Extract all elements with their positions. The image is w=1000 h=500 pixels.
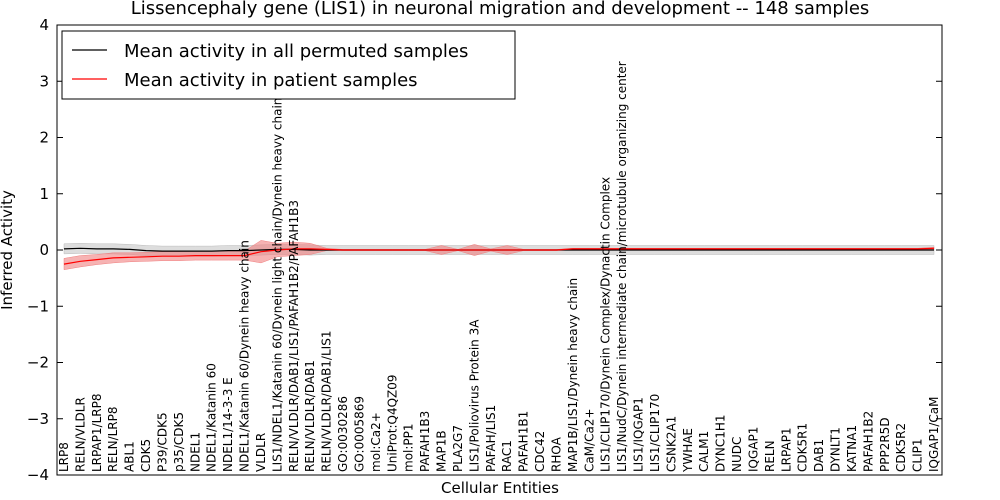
x-tick-label: RELN/VLDLR/DAB1/LIS1/PAFAH1B2/PAFAH1B3 (287, 200, 301, 472)
y-axis-label: Inferred Activity (0, 190, 16, 310)
x-tick-label: YWHAE (681, 428, 695, 473)
x-tick-label: RELN (763, 440, 777, 472)
x-tick-label: LRPAP1 (779, 427, 793, 472)
x-tick-label: LRP8 (57, 442, 71, 472)
x-tick-label: PLA2G7 (451, 425, 465, 472)
x-tick-label: UniProt:Q4QZ09 (385, 374, 399, 472)
y-tick-label: 4 (39, 16, 49, 34)
x-tick-label: NDEL1/Katanin 60 (205, 363, 219, 472)
x-tick-label: RELN/VLDLR (73, 397, 87, 472)
chart-title: Lissencephaly gene (LIS1) in neuronal mi… (131, 0, 870, 19)
x-tick-label: CaM/Ca2+ (582, 408, 596, 472)
y-axis: −4 −3 −2 −1 0 1 2 3 4 (27, 16, 942, 484)
x-tick-label: PPP2R5D (878, 417, 892, 472)
x-tick-label: NDEL1/Katanin 60/Dynein heavy chain (238, 240, 252, 472)
x-tick-label: ABL1 (123, 441, 137, 472)
y-tick-label: −3 (27, 410, 49, 428)
x-tick-label: PAFAH1B2 (861, 411, 875, 472)
x-tick-label: DAB1 (812, 439, 826, 472)
x-tick-label: LIS1/CLIP170/Dynein Complex/Dynactin Com… (599, 177, 613, 472)
x-tick-label: NDEL1 (188, 432, 202, 472)
x-tick-label: CALM1 (697, 431, 711, 472)
x-tick-label: LIS1/CLIP170 (648, 394, 662, 472)
line-patient (63, 247, 935, 265)
x-tick-label: RHOA (550, 436, 564, 472)
x-tick-label: NUDC (730, 437, 744, 472)
x-tick-label: PAFAH1B1 (517, 411, 531, 472)
y-tick-label: 1 (39, 185, 49, 203)
x-tick-label: PAFAH/LIS1 (484, 405, 498, 472)
x-tick-label: p35/CDK5 (172, 412, 186, 472)
x-tick-label: LIS1/NudC/Dynein intermediate chain/micr… (615, 61, 629, 472)
x-tick-label: mol:Ca2+ (369, 412, 383, 472)
y-tick-label: −2 (27, 354, 49, 372)
x-tick-label: GO:0030286 (336, 396, 350, 472)
x-tick-label: RELN/LRP8 (106, 406, 120, 472)
x-tick-label: RELN/VLDLR/DAB1/LIS1 (320, 331, 334, 472)
x-tick-label: GO:0005869 (353, 396, 367, 472)
x-tick-label: VLDLR (254, 433, 268, 472)
x-tick-label: P39/CDK5 (156, 412, 170, 472)
x-tick-label: DYNLT1 (829, 427, 843, 472)
x-axis-label: Cellular Entities (441, 479, 559, 497)
y-tick-label: 2 (39, 129, 49, 147)
x-tick-label: IQGAP1 (746, 427, 760, 472)
x-tick-label: LRPAP1/LRP8 (90, 393, 104, 472)
x-tick-label: CDC42 (533, 431, 547, 472)
legend-label-permuted: Mean activity in all permuted samples (124, 41, 468, 62)
x-tick-label: DYNC1H1 (714, 414, 728, 472)
y-tick-label: 3 (39, 72, 49, 90)
x-tick-label: PAFAH1B3 (418, 411, 432, 472)
x-tick-label: LIS1/IQGAP1 (632, 397, 646, 472)
y-tick-label: 0 (39, 241, 49, 259)
x-tick-label: RAC1 (500, 440, 514, 472)
x-tick-label: LIS1/Poliovirus Protein 3A (467, 319, 481, 472)
x-tick-label: IQGAP1/CaM (927, 397, 941, 473)
legend: Mean activity in all permuted samples Me… (61, 30, 516, 100)
x-tick-label: NDEL1/14-3-3 E (221, 377, 235, 472)
series-lines (63, 247, 935, 265)
x-tick-label: CDK5 (139, 439, 153, 472)
legend-box (61, 30, 516, 100)
x-tick-label: LIS1/NDEL1/Katanin 60/Dynein light chain… (270, 98, 284, 472)
x-tick-label: MAP1B/LIS1/Dynein heavy chain (566, 278, 580, 472)
legend-label-patient: Mean activity in patient samples (124, 70, 418, 91)
x-tick-label: mol:PP1 (402, 423, 416, 472)
x-tick-label: CSNK2A1 (664, 416, 678, 472)
x-tick-label: CDK5R2 (894, 423, 908, 472)
y-tick-label: −4 (27, 466, 49, 484)
plot-frame (56, 24, 943, 476)
x-tick-label: MAP1B (435, 430, 449, 472)
x-tick-label: CDK5R1 (796, 423, 810, 472)
x-tick-label: RELN/VLDLR/DAB1 (303, 360, 317, 472)
x-tick-label: KATNA1 (845, 425, 859, 472)
x-tick-label: CLIP1 (911, 439, 925, 472)
y-tick-label: −1 (27, 297, 49, 315)
